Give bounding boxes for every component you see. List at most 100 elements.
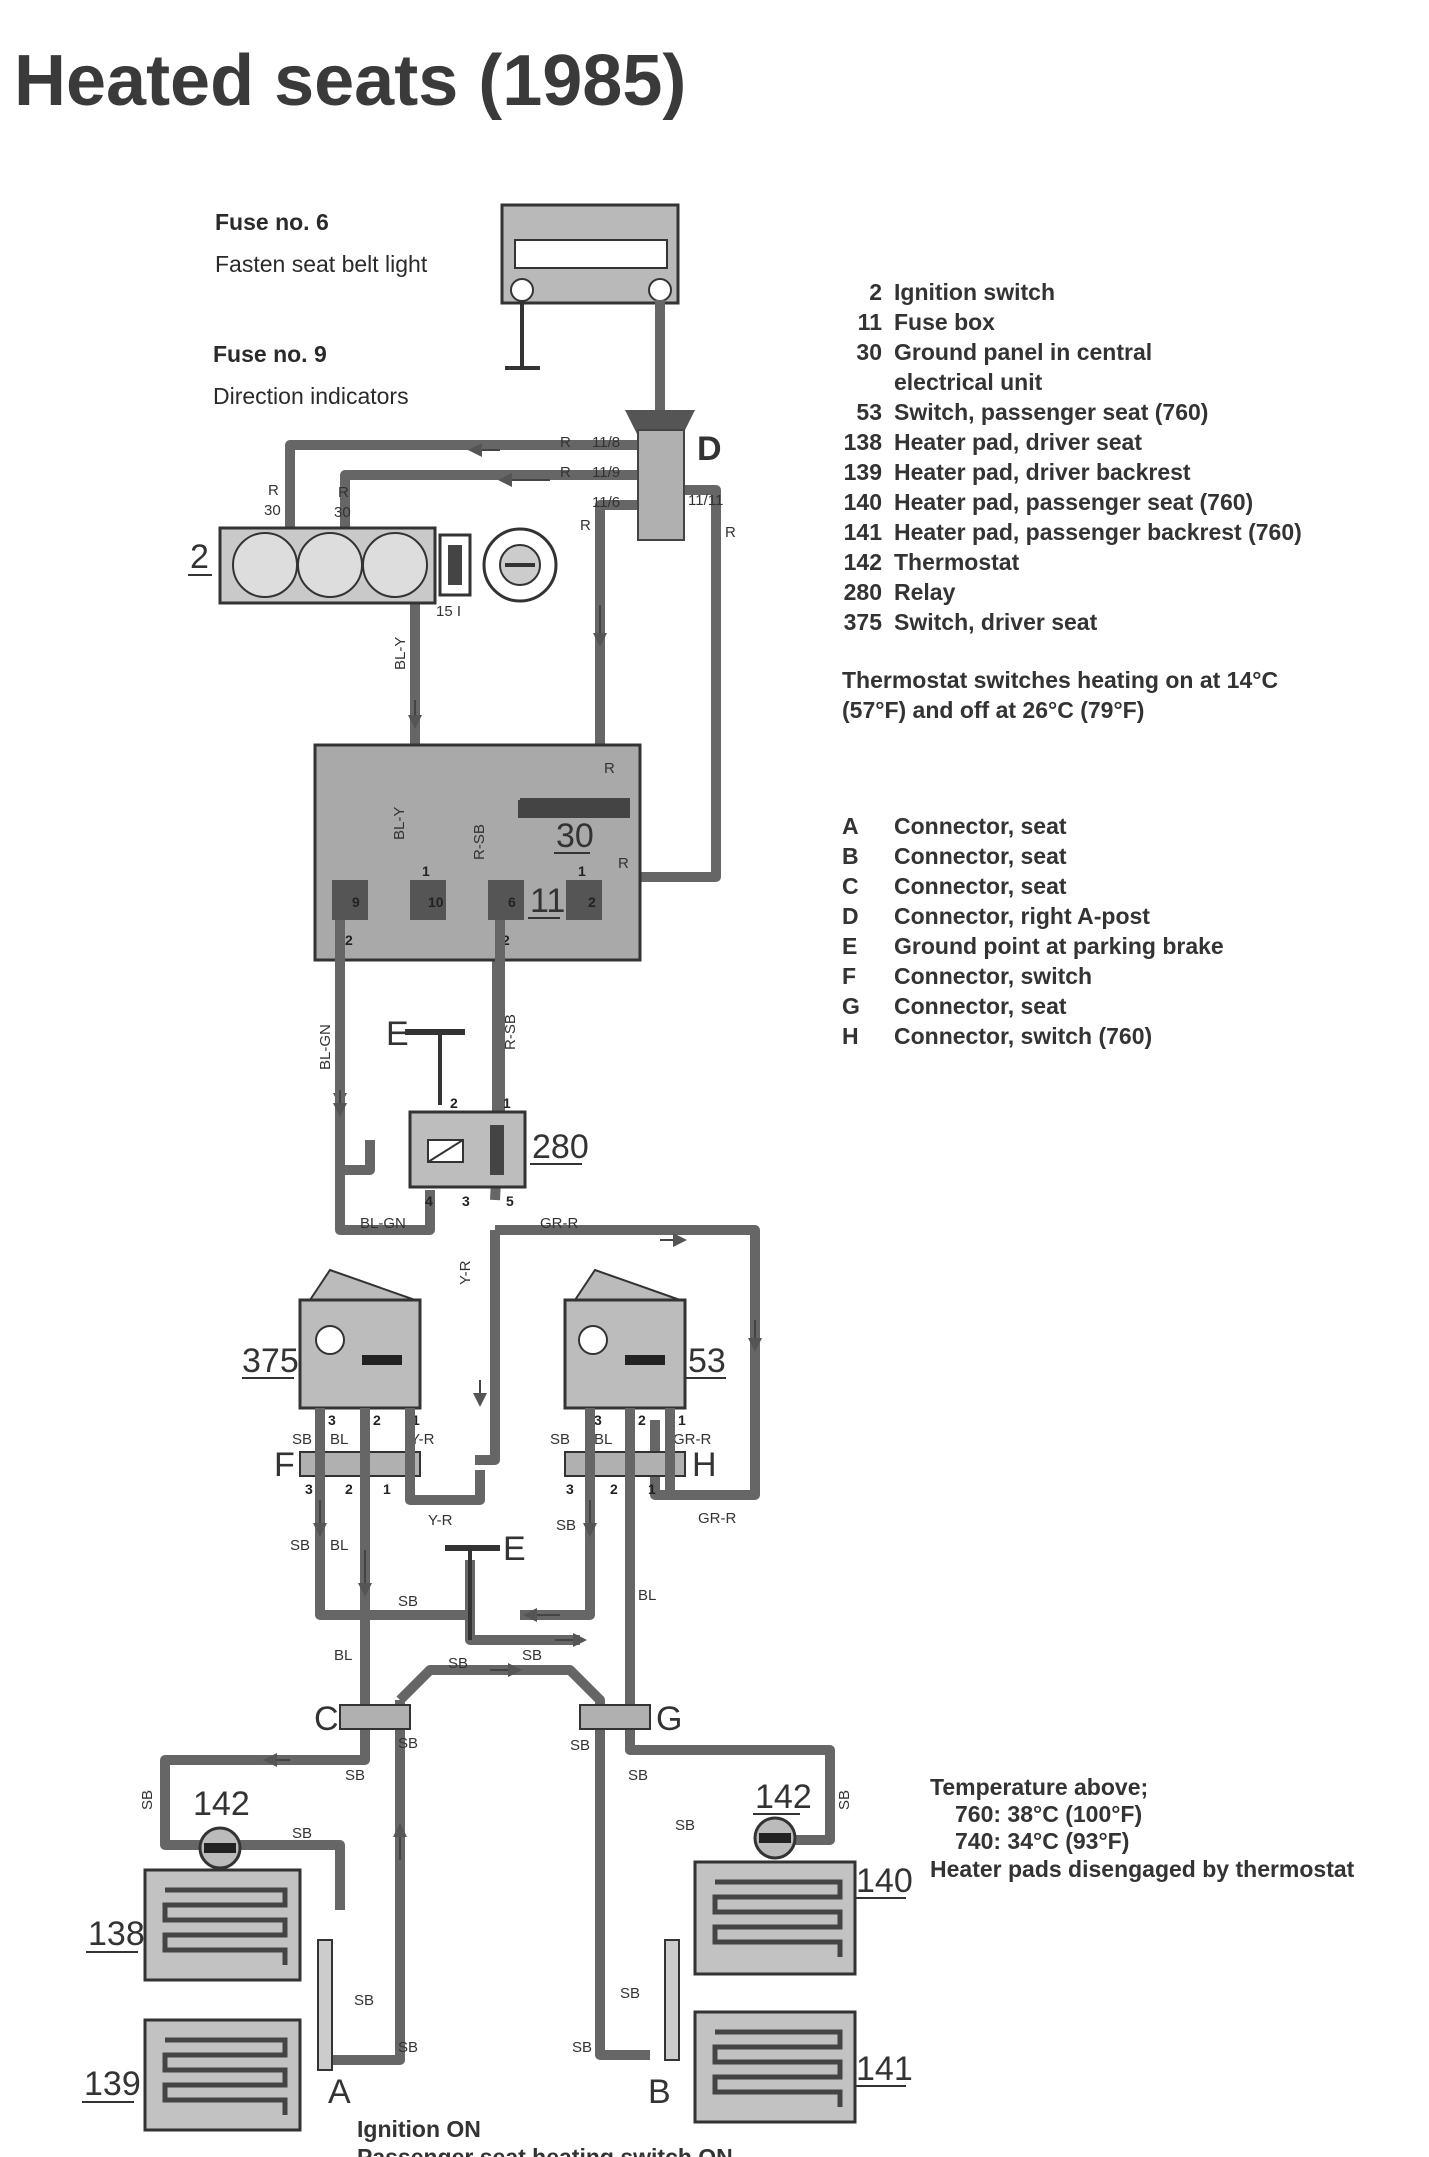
heater-pad-138 [143,1868,302,1982]
relay-280: 2 1 4 3 5 280 [408,1095,589,1209]
svg-text:SB: SB [620,1985,640,2002]
svg-text:Y-R: Y-R [410,1431,435,1448]
svg-text:142: 142 [193,1785,250,1823]
svg-text:SB: SB [556,1517,576,1534]
svg-text:SB: SB [398,1735,418,1752]
svg-text:3: 3 [328,1412,336,1428]
heater-pad-140 [693,1860,857,1976]
svg-text:BL: BL [330,1431,348,1448]
svg-text:R-SB: R-SB [471,824,488,860]
connector-letter: D [842,903,859,929]
svg-text:SB: SB [550,1431,570,1448]
svg-text:15 I: 15 I [436,603,461,620]
svg-text:142: 142 [755,1778,812,1816]
svg-text:Y-R: Y-R [428,1512,453,1529]
connector-letter: G [842,993,860,1019]
svg-text:11/6: 11/6 [592,494,620,511]
svg-text:SB: SB [675,1817,695,1834]
component-number: 53 [856,399,882,425]
svg-text:SB: SB [345,1767,365,1784]
svg-text:30: 30 [556,817,594,855]
temperature-note-3: 740: 34°C (93°F) [955,1828,1129,1854]
temperature-note-4: Heater pads disengaged by thermostat [930,1856,1355,1882]
svg-text:2: 2 [502,932,510,948]
connector-b [664,1939,680,2061]
svg-text:H: H [692,1446,717,1484]
component-number: 142 [844,549,882,575]
svg-text:11/8: 11/8 [592,434,620,451]
ground-e-top: E [386,1015,465,1105]
svg-text:SB: SB [292,1825,312,1842]
component-number: 2 [869,279,882,305]
svg-text:SB: SB [398,2039,418,2056]
svg-text:30: 30 [264,502,281,519]
svg-text:2: 2 [610,1481,618,1497]
component-name: Fuse box [894,309,995,335]
svg-text:138: 138 [88,1915,145,1953]
svg-text:SB: SB [448,1655,468,1672]
component-number: 141 [844,519,883,545]
svg-text:SB: SB [522,1647,542,1664]
fuse9-title: Fuse no. 9 [213,341,327,367]
connector-name: Ground point at parking brake [894,933,1224,959]
svg-text:E: E [503,1530,526,1568]
svg-text:10: 10 [428,894,444,910]
svg-text:R: R [268,482,279,499]
component-name: Ignition switch [894,279,1055,305]
svg-text:SB: SB [628,1767,648,1784]
svg-text:2: 2 [345,1481,353,1497]
connector-name: Connector, switch [894,963,1092,989]
svg-text:3: 3 [566,1481,574,1497]
component-number: 280 [844,579,882,605]
component-name: Relay [894,579,956,605]
component-number: 30 [856,339,882,365]
connector-letter: H [842,1023,859,1049]
svg-text:GR-R: GR-R [540,1215,578,1232]
svg-text:140: 140 [856,1862,913,1900]
svg-text:SB: SB [354,1992,374,2009]
temperature-note-1: Temperature above; [930,1774,1148,1800]
svg-text:R: R [618,855,629,872]
component-name: Heater pad, passenger backrest (760) [894,519,1302,545]
svg-text:11/9: 11/9 [592,464,620,481]
svg-text:BL: BL [330,1537,348,1554]
svg-text:1: 1 [422,863,430,879]
component-name: Thermostat [894,549,1020,575]
svg-text:2: 2 [588,894,596,910]
component-name: Heater pad, passenger seat (760) [894,489,1253,515]
svg-text:Y-R: Y-R [457,1260,474,1285]
svg-text:1: 1 [648,1481,656,1497]
component-name: Switch, driver seat [894,609,1098,635]
svg-text:375: 375 [242,1342,299,1380]
connector-d: D [637,429,722,541]
component-number: 375 [844,609,883,635]
svg-text:SB: SB [290,1537,310,1554]
central-electrical-unit: 30 9 10 6 2 11 R R BL-Y R-SB 1 1 2 2 [313,743,642,962]
svg-text:11: 11 [530,882,565,920]
thermostat-note-2: (57°F) and off at 26°C (79°F) [842,697,1144,723]
page-title: Heated seats (1985) [14,41,686,121]
connector-name: Connector, seat [894,993,1067,1019]
svg-text:1: 1 [383,1481,391,1497]
switch-driver-375: 3 2 1 [298,1268,422,1428]
connector-name: Connector, seat [894,873,1067,899]
svg-text:2: 2 [373,1412,381,1428]
svg-text:E: E [386,1015,409,1053]
svg-text:2: 2 [450,1095,458,1111]
svg-text:C: C [314,1700,339,1738]
svg-text:5: 5 [506,1193,514,1209]
svg-text:2: 2 [638,1412,646,1428]
svg-text:BL: BL [594,1431,612,1448]
svg-text:6: 6 [508,894,516,910]
fuse6-title: Fuse no. 6 [215,209,329,235]
component-number: 11 [858,309,883,335]
svg-text:BL-Y: BL-Y [391,807,408,840]
connector-letter: A [842,813,859,839]
svg-text:GR-R: GR-R [698,1510,736,1527]
connector-g [579,1704,651,1730]
svg-text:SB: SB [139,1790,156,1810]
svg-text:SB: SB [836,1790,853,1810]
